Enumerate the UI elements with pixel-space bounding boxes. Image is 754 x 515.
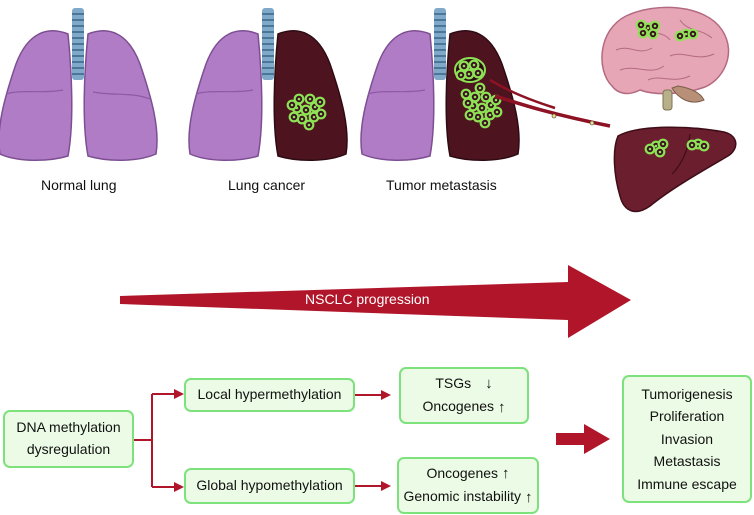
- branch-label: Global hypomethylation: [196, 477, 343, 494]
- liver-illustration: [613, 126, 737, 213]
- branch-label: Local hypermethylation: [197, 386, 342, 403]
- progression-label: NSCLC progression: [305, 291, 430, 307]
- stage-label-lung-cancer: Lung cancer: [228, 177, 306, 193]
- arrowheads: [174, 389, 391, 492]
- effect-text: TSGs: [435, 375, 472, 392]
- outcome-item: Proliferation: [649, 408, 725, 425]
- tumor-metastasis-illustration: [360, 7, 611, 162]
- dna-methylation-box: DNA methylation dysregulation: [3, 410, 134, 468]
- up-arrow-icon: ↑: [525, 488, 533, 506]
- normal-lung-illustration: [0, 7, 158, 162]
- outcome-item: Tumorigenesis: [641, 386, 733, 403]
- stage-label-tumor-metastasis: Tumor metastasis: [386, 177, 497, 193]
- effect-row: Oncogenes ↑: [426, 462, 509, 485]
- stage-label-normal-lung: Normal lung: [41, 177, 117, 193]
- outcome-item: Immune escape: [637, 475, 737, 492]
- outcome-arrow: [556, 424, 610, 454]
- effect-row: Oncogenes ↑: [422, 396, 505, 419]
- effect-row: TSGs ↓: [435, 372, 492, 395]
- down-arrow-icon: ↓: [485, 375, 493, 393]
- global-hypomethylation-box: Global hypomethylation: [184, 468, 355, 504]
- brain-illustration: [601, 6, 730, 111]
- local-hypermethylation-box: Local hypermethylation: [184, 378, 355, 412]
- effect-text: Oncogenes: [426, 465, 499, 482]
- global-effects-box: Oncogenes ↑ Genomic instability ↑: [397, 457, 539, 514]
- outcome-item: Invasion: [660, 430, 714, 447]
- flow-connectors: [133, 393, 382, 488]
- tumor-cluster-upper: [454, 57, 486, 83]
- effect-text: Oncogenes: [422, 398, 495, 415]
- effect-text: Genomic instability: [403, 488, 522, 505]
- up-arrow-icon: ↑: [498, 398, 506, 416]
- lung-cancer-illustration: [188, 7, 348, 162]
- progression-arrow: [120, 265, 631, 338]
- outcomes-box: Tumorigenesis Proliferation Invasion Met…: [622, 375, 752, 503]
- source-line-1: DNA methylation: [16, 419, 121, 436]
- source-line-2: dysregulation: [26, 441, 111, 457]
- up-arrow-icon: ↑: [502, 465, 510, 483]
- local-effects-box: TSGs ↓ Oncogenes ↑: [399, 367, 529, 424]
- outcome-item: Metastasis: [653, 453, 721, 470]
- effect-row: Genomic instability ↑: [404, 486, 533, 509]
